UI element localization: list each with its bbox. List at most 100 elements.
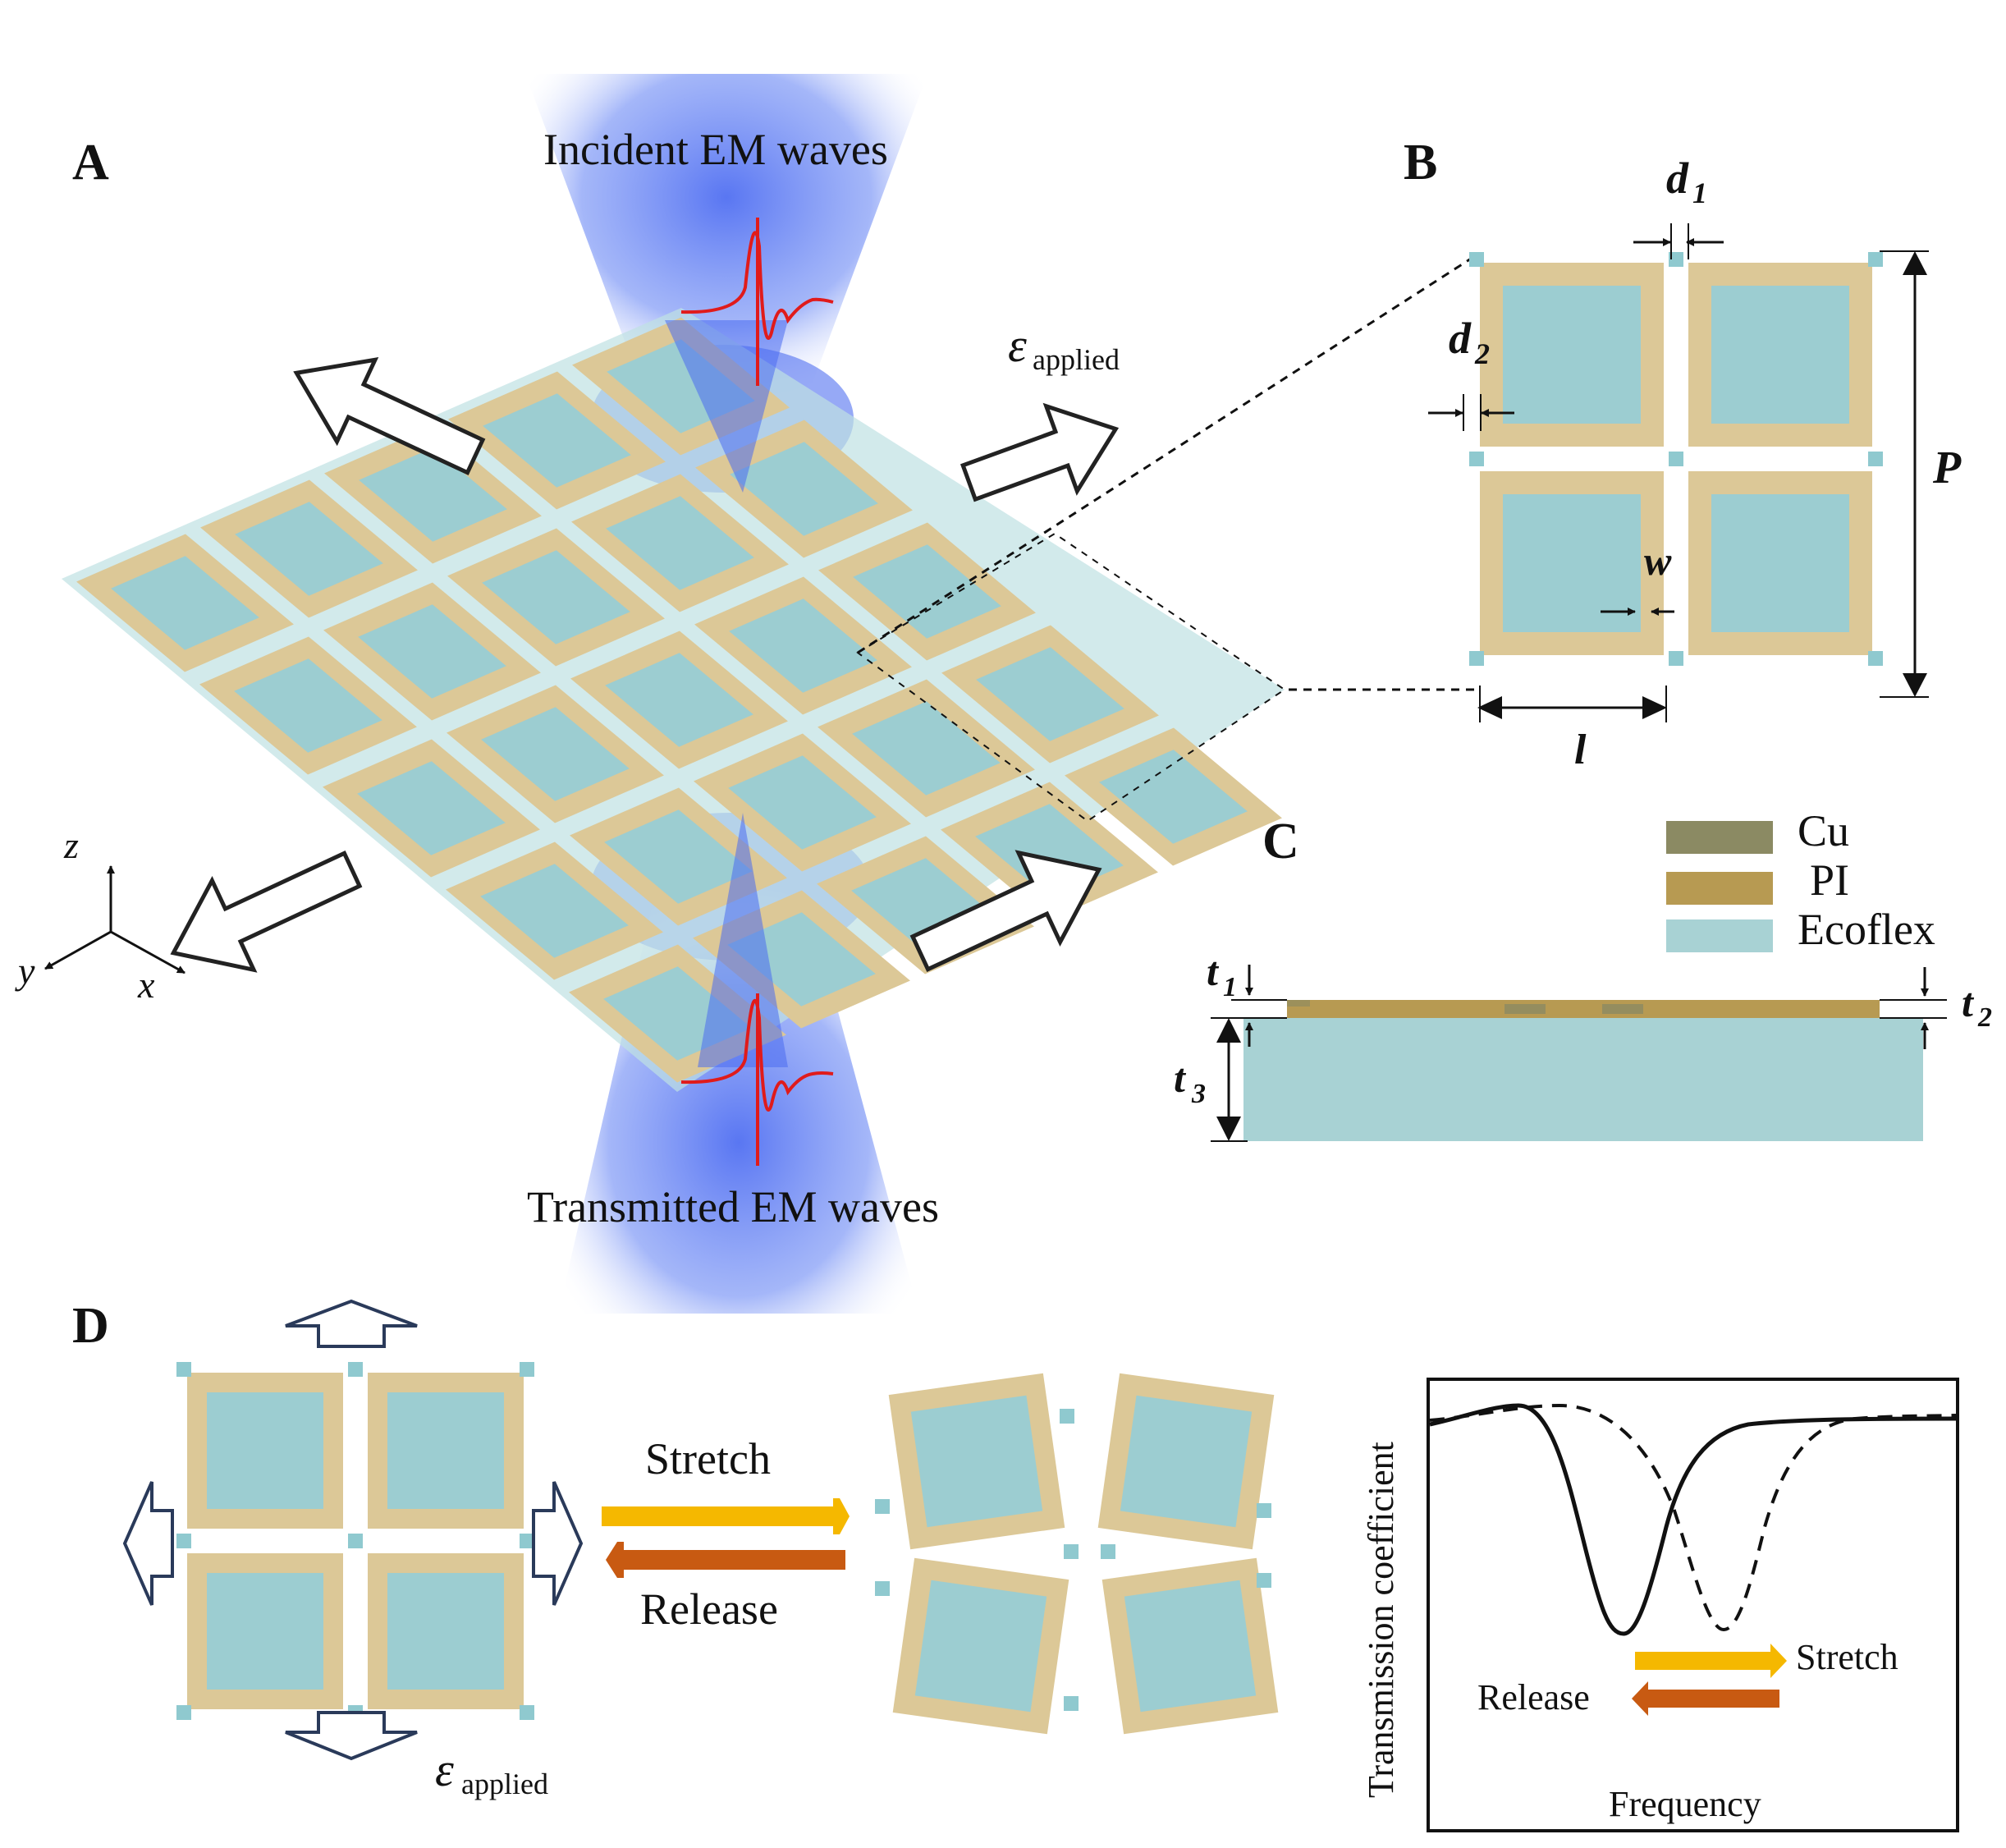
transmitted-pulse <box>680 993 834 1166</box>
legend-swatch-ecoflex <box>1666 919 1773 952</box>
plate-cell-fill <box>481 707 630 801</box>
plate-cell-fill <box>729 598 877 693</box>
plate-cell-fill <box>853 544 1001 639</box>
transmitted-cone <box>698 813 788 1067</box>
metasurface-plate <box>62 308 1285 1092</box>
graph-release-label: Release <box>1477 1677 1590 1717</box>
dim-d2: d <box>1449 314 1472 363</box>
plate-cell-fill <box>480 864 629 958</box>
rotated-cell <box>892 1557 1069 1735</box>
plate-cell-fill <box>358 604 506 699</box>
panel-d: D ε applied Stretch Release <box>72 1298 1959 1832</box>
strain-arrow-left <box>122 1481 174 1606</box>
graph-xlabel: Frequency <box>1609 1784 1761 1824</box>
strain-arrow-top-right <box>960 402 1120 502</box>
cell-fill <box>387 1392 504 1509</box>
hinge <box>1868 452 1883 466</box>
dim-P: P <box>1932 443 1962 493</box>
axis-z-label: z <box>63 824 79 866</box>
plate-cell-fill <box>482 550 630 644</box>
cell-fill <box>1711 286 1849 424</box>
strain-arrow-top-left <box>293 356 486 475</box>
hinge <box>1669 651 1683 666</box>
hinge <box>176 1362 191 1377</box>
transmission-graph: Stretch Release Frequency Transmission c… <box>1361 1378 1959 1832</box>
hinge <box>520 1362 534 1377</box>
rotated-cell <box>888 1373 1065 1550</box>
cu-strip <box>1602 1004 1643 1014</box>
cu-strip <box>1504 1004 1546 1014</box>
hinge <box>1060 1409 1074 1424</box>
plate-cell-fill <box>728 755 877 850</box>
dim-d1: d <box>1666 154 1689 203</box>
hinge <box>348 1362 363 1377</box>
panel-c: C Cu PI Ecoflex t 1 t 2 <box>1174 806 1992 1142</box>
plate-cell-fill <box>359 447 507 542</box>
hinge <box>1469 651 1484 666</box>
graph-frame <box>1427 1378 1959 1832</box>
release-arrow <box>606 1542 845 1578</box>
strain-symbol-d: ε <box>435 1743 454 1796</box>
legend-label-ecoflex: Ecoflex <box>1798 905 1935 954</box>
strain-symbol-a: ε <box>1008 319 1027 372</box>
legend-label-pi: PI <box>1810 855 1849 905</box>
panel-b: B d 1 d 2 P w l <box>1404 135 1962 773</box>
cell-fill <box>1503 286 1641 424</box>
dim-l: l <box>1574 727 1587 773</box>
panel-label-c: C <box>1262 814 1299 869</box>
incident-pulse <box>680 218 834 386</box>
release-label: Release <box>640 1584 778 1634</box>
cell-fill <box>910 1395 1043 1528</box>
hinge <box>348 1534 363 1548</box>
rotated-cell <box>1097 1373 1275 1550</box>
hinge <box>1868 252 1883 267</box>
plate-cell-fill <box>606 496 754 590</box>
plate-cells <box>76 317 1282 1083</box>
hinge <box>176 1705 191 1720</box>
cell-fill <box>207 1573 323 1690</box>
strain-sub-a: applied <box>1033 343 1120 376</box>
graph-release-arrow <box>1632 1681 1779 1716</box>
plate-cell-fill <box>730 442 878 536</box>
dim-d1-sub: 1 <box>1692 177 1707 209</box>
panel-label-a: A <box>72 135 109 190</box>
incident-label: Incident EM waves <box>543 125 888 174</box>
legend: Cu PI Ecoflex <box>1666 806 1935 954</box>
cell-fill <box>1124 1580 1257 1713</box>
legend-swatch-cu <box>1666 821 1773 854</box>
hinge <box>1257 1573 1271 1588</box>
strain-sub-d: applied <box>461 1768 548 1800</box>
ecoflex-layer <box>1243 1018 1923 1141</box>
strain-arrow-right <box>532 1481 584 1606</box>
plate-cell-fill <box>976 647 1124 741</box>
hinge <box>1669 452 1683 466</box>
hinge <box>520 1705 534 1720</box>
cell-fill <box>1120 1395 1253 1528</box>
cell-fill <box>1711 494 1849 632</box>
strain-arrow-bottom-left <box>170 851 363 973</box>
hinge <box>875 1499 890 1514</box>
plate-cell-fill <box>234 658 382 753</box>
strain-arrow-down <box>285 1711 418 1761</box>
hinge <box>1064 1544 1079 1559</box>
axis-triad: z x y <box>15 824 185 1006</box>
unit-cell-relaxed <box>176 1362 534 1720</box>
cu-strip <box>1287 1000 1310 1007</box>
cell-fill <box>207 1392 323 1509</box>
plate-cell-fill <box>111 556 259 650</box>
cell-fill <box>387 1573 504 1690</box>
hinge <box>1669 252 1683 267</box>
graph-stretch-arrow <box>1635 1644 1787 1678</box>
dim-t2-sub: 2 <box>1977 1002 1992 1033</box>
strain-arrow-bottom-right <box>909 850 1102 972</box>
zoom-line-top <box>857 253 1478 654</box>
curve-stretched <box>1429 1403 1957 1632</box>
legend-swatch-pi <box>1666 872 1773 905</box>
dim-t1: t <box>1207 948 1220 994</box>
dim-w: w <box>1644 538 1672 584</box>
hinge <box>1469 252 1484 267</box>
stretch-arrow <box>602 1498 850 1534</box>
dim-t3: t <box>1174 1055 1187 1101</box>
panel-a: A Incident EM waves Transmitted <box>15 74 1478 1314</box>
